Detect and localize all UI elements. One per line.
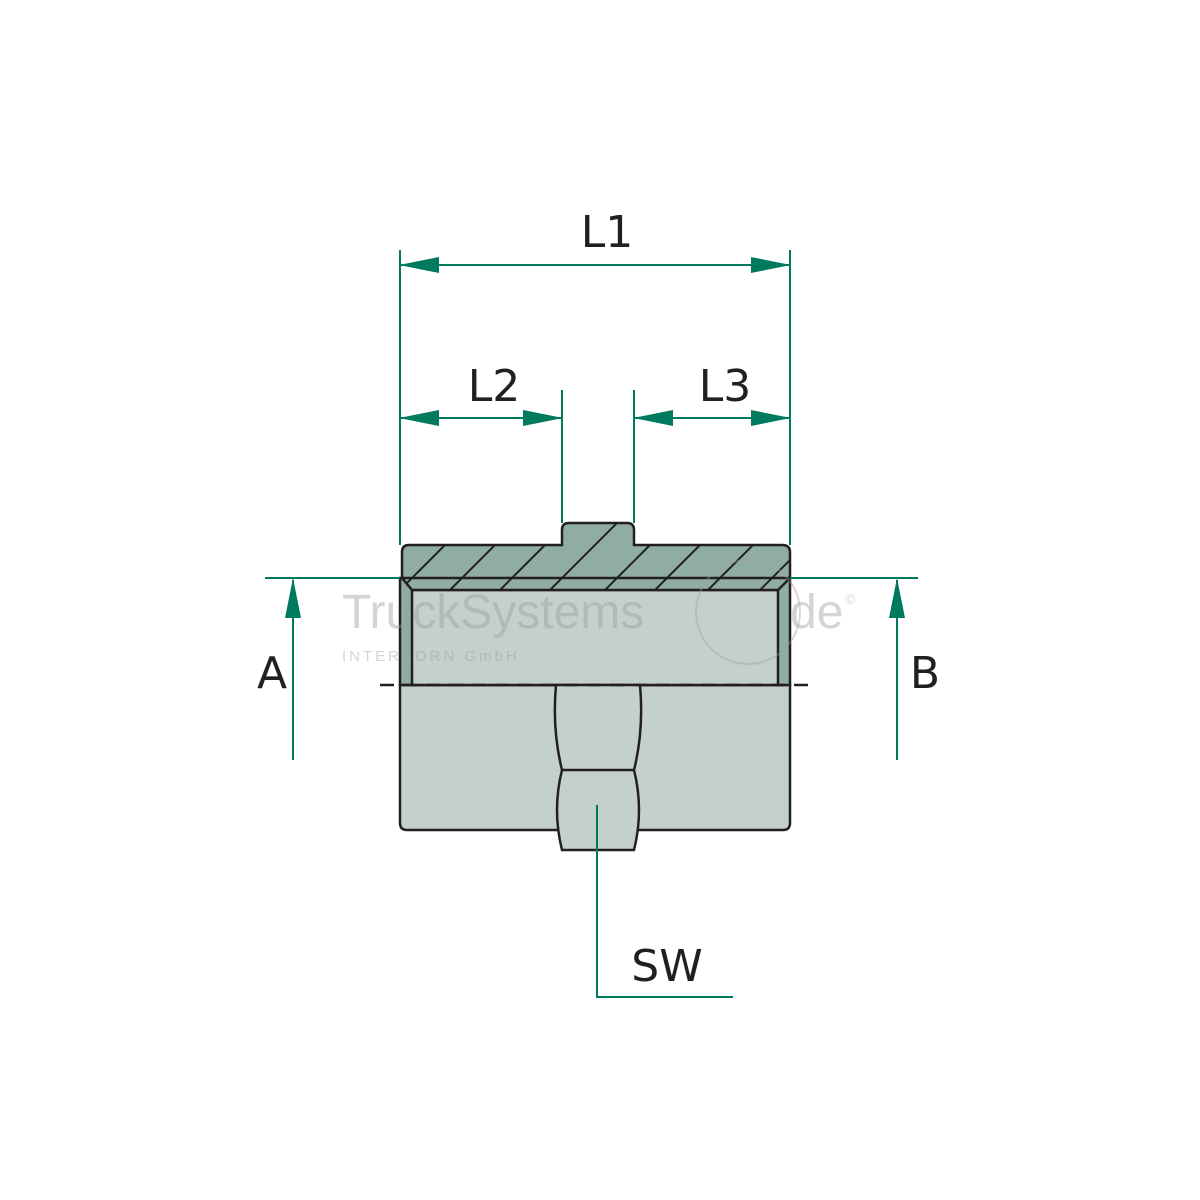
label-b: B	[910, 648, 940, 699]
hex-flat	[553, 683, 643, 852]
label-l1: L1	[581, 207, 634, 258]
fitting-body	[380, 521, 810, 852]
sw-leader	[596, 805, 733, 998]
label-a: A	[257, 648, 287, 699]
svg-text:TruckSystems: TruckSystems	[342, 586, 644, 639]
label-l2: L2	[468, 361, 521, 412]
svg-text:de: de	[790, 586, 843, 639]
watermark-logo: TruckSystems de © INTERKORN GmbH	[342, 559, 856, 665]
dimension-lines	[265, 250, 918, 998]
label-l3: L3	[699, 361, 752, 412]
globe-icon	[695, 559, 801, 665]
label-sw: SW	[631, 941, 702, 992]
svg-text:INTERKORN GmbH: INTERKORN GmbH	[342, 648, 520, 665]
svg-text:©: ©	[845, 591, 856, 607]
